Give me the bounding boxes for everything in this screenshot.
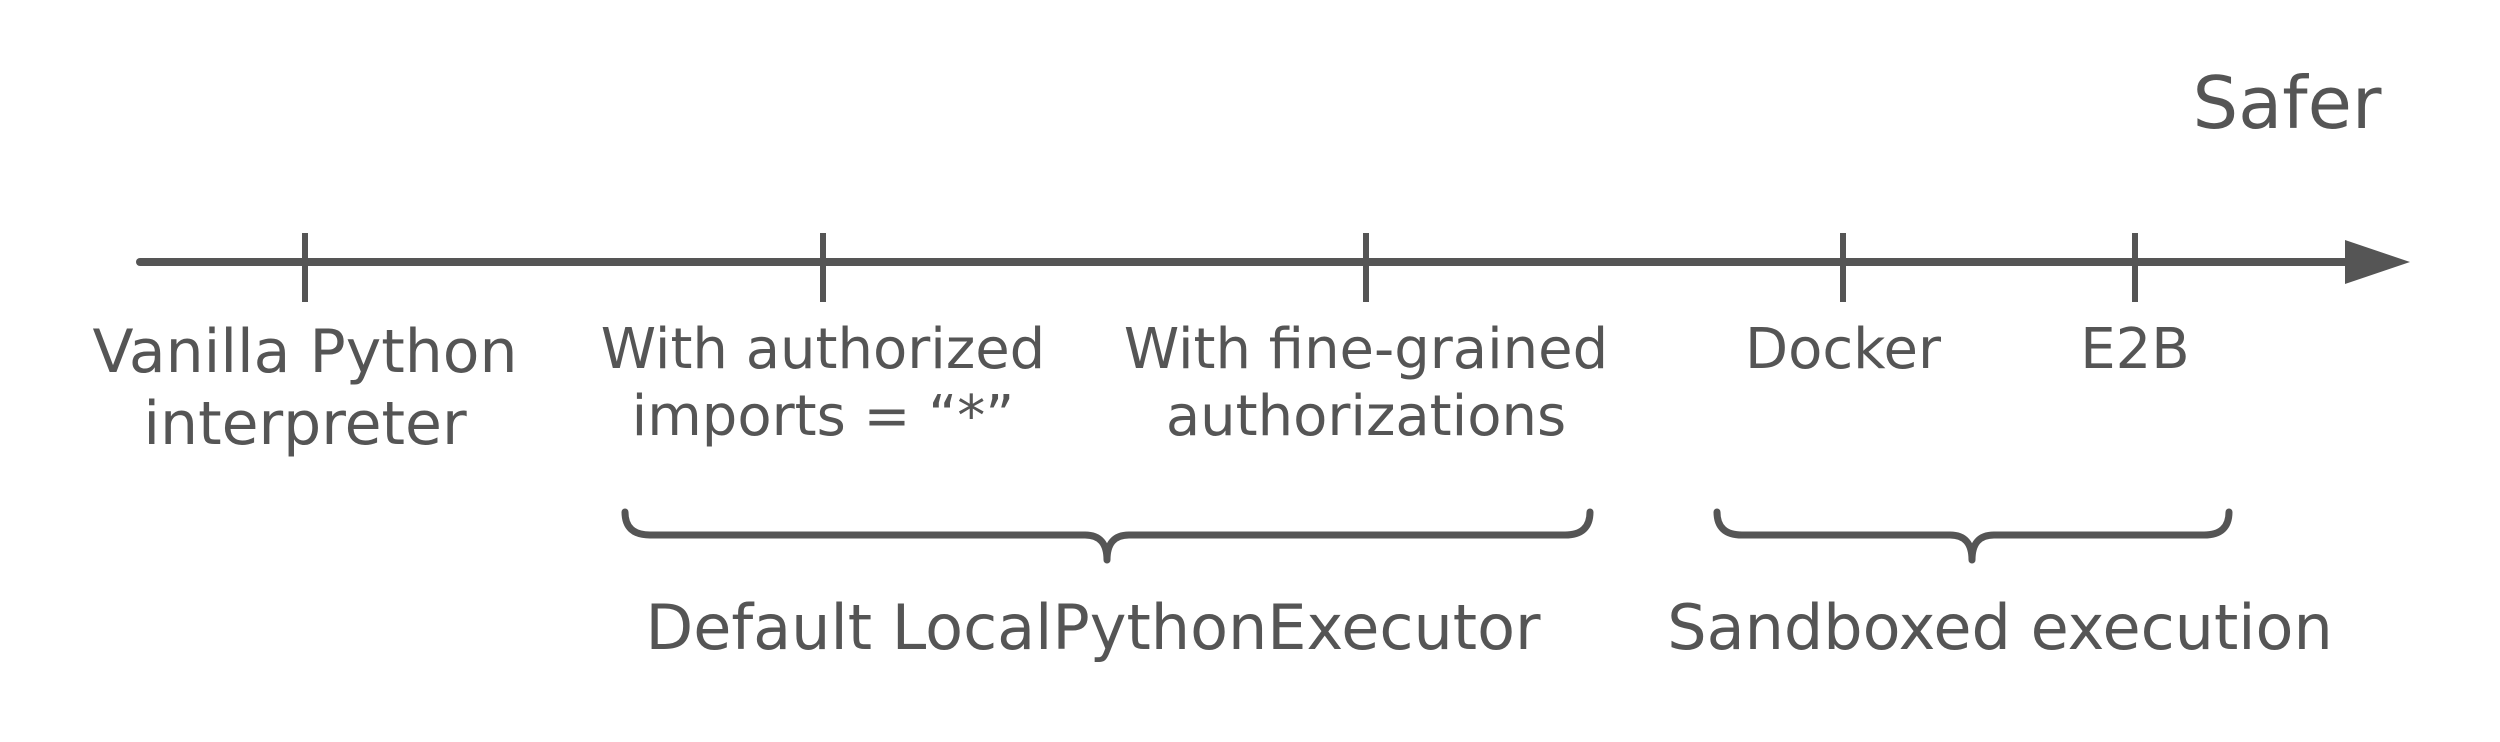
- tick-label-fine: With fine-grained authorizations: [1124, 316, 1608, 450]
- tick-label-e2b-line1: E2B: [2080, 317, 2190, 382]
- tick-label-authorized-line1: With authorized: [600, 317, 1046, 382]
- tick-label-vanilla: Vanilla Python interpreter: [92, 316, 517, 460]
- tick-label-vanilla-line2: interpreter: [143, 389, 467, 459]
- axis-title: Safer: [2192, 61, 2382, 145]
- tick-label-fine-line2: authorizations: [1165, 384, 1567, 450]
- tick-label-docker-line1: Docker: [1744, 317, 1942, 382]
- axis-arrowhead: [2345, 240, 2410, 284]
- tick-label-docker: Docker: [1745, 316, 1941, 383]
- tick-label-authorized-line2: imports = “*”: [631, 384, 1015, 450]
- tick-label-vanilla-line1: Vanilla Python: [92, 317, 518, 387]
- group-label-sandboxed: Sandboxed execution: [1667, 591, 2333, 664]
- tick-label-authorized: With authorized imports = “*”: [601, 316, 1045, 450]
- group-label-default: Default LocalPythonExecutor: [645, 591, 1541, 664]
- brace-default: [621, 508, 1594, 564]
- brace-sandboxed: [1713, 508, 2233, 564]
- tick-label-e2b: E2B: [2080, 316, 2189, 383]
- tick-label-fine-line1: With fine-grained: [1123, 317, 1609, 382]
